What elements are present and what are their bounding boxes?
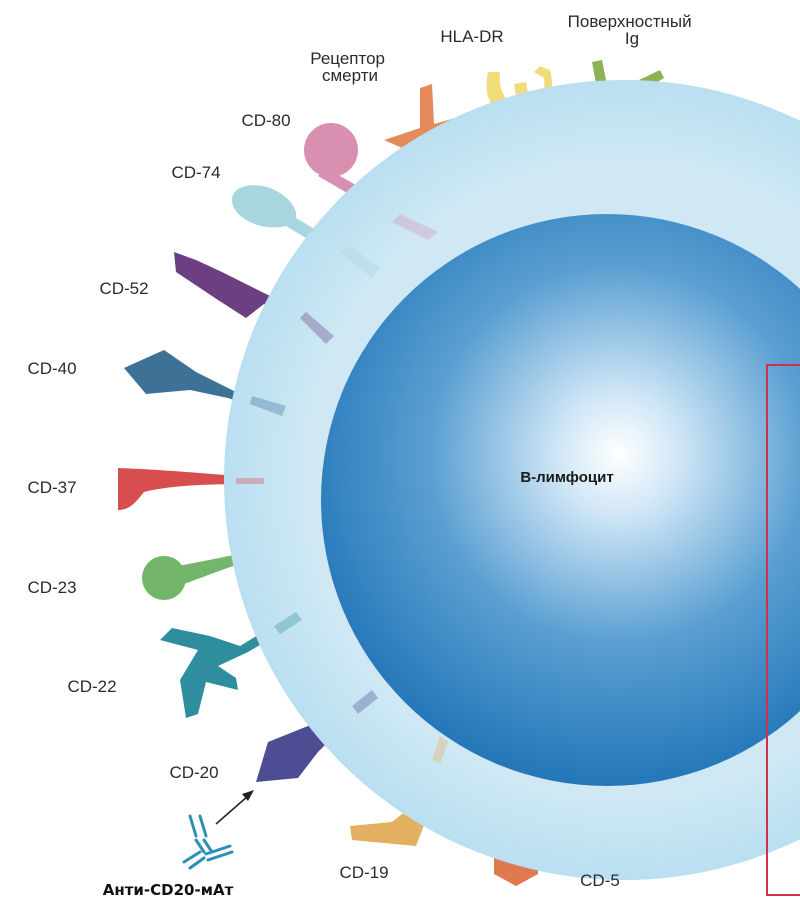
antibody-icon [182, 814, 234, 870]
highlight-frame [766, 364, 800, 896]
label-death-receptor: Рецептор смерти [310, 49, 390, 85]
label-cd22: CD-22 [67, 677, 116, 696]
cd80-head [304, 123, 358, 177]
cd23-head [142, 556, 186, 600]
label-cd74: CD-74 [171, 163, 220, 182]
cell-nucleus [321, 214, 800, 786]
cell-label: B-лимфоцит [520, 469, 613, 486]
label-cd37: CD-37 [27, 478, 76, 497]
label-cd19: CD-19 [339, 863, 388, 882]
label-cd52: CD-52 [99, 279, 148, 298]
label-cd20: CD-20 [169, 763, 218, 782]
arrow-icon [215, 790, 254, 825]
label-cd40: CD-40 [27, 359, 76, 378]
label-surface-ig: Поверхностный Ig [568, 12, 697, 48]
label-hla-dr: HLA-DR [440, 27, 503, 46]
label-cd23: CD-23 [27, 578, 76, 597]
label-cd80: CD-80 [241, 111, 290, 130]
label-cd5: CD-5 [580, 871, 620, 890]
antibody-label: Анти-CD20-мАт [103, 881, 234, 899]
